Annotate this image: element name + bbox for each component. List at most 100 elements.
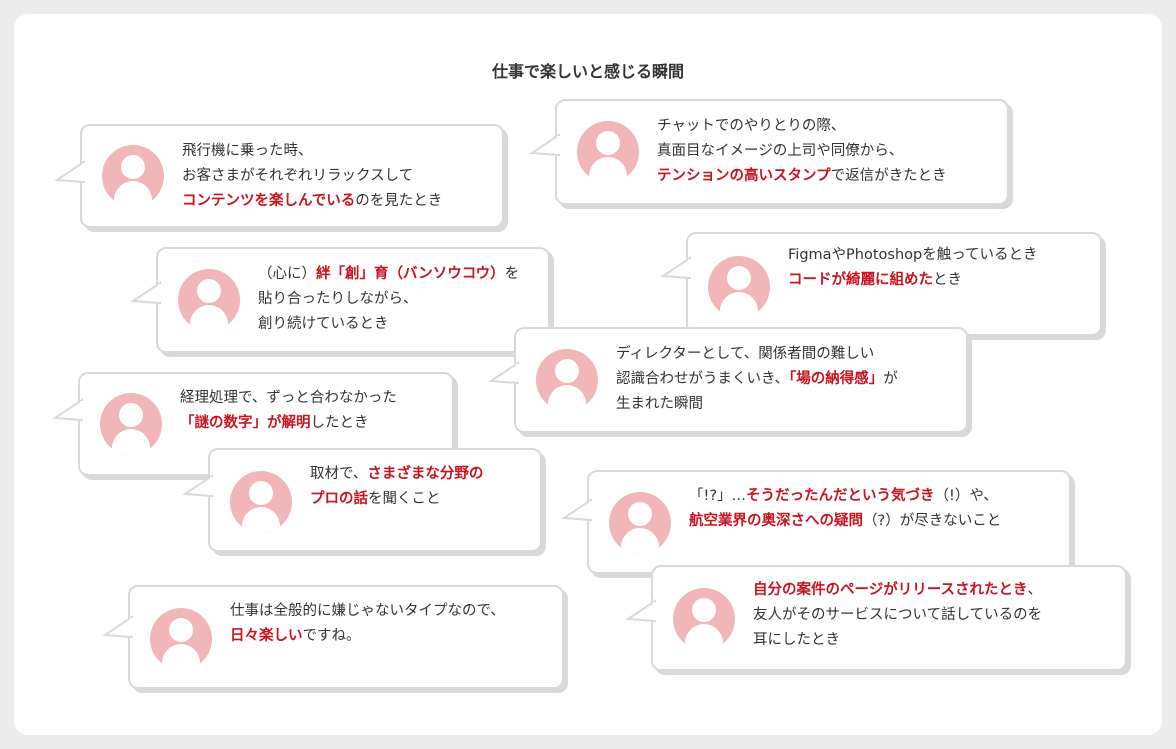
bubble-line: 自分の案件のページがリリースされたとき、 xyxy=(753,578,1042,603)
plain-text: 友人がそのサービスについて話しているのを xyxy=(753,607,1043,623)
plain-text: 貼り合ったりしながら、 xyxy=(258,291,418,307)
speech-bubble: 飛行機に乗った時、お客さまがそれぞれリラックスしてコンテンツを楽しんでいるのを見… xyxy=(54,124,504,228)
bubble-line: コードが綺麗に組めたとき xyxy=(788,268,1037,293)
speech-bubble: 取材で、さまざまな分野のプロの話を聞くこと xyxy=(182,448,542,552)
bubble-text: 経理処理で、ずっと合わなかった「謎の数字」が解明したとき xyxy=(180,386,397,436)
bubble-line: プロの話を聞くこと xyxy=(310,487,483,512)
plain-text: 、 xyxy=(1027,582,1042,598)
bubble-text: 仕事は全般的に嫌じゃないタイプなので、日々楽しいですね。 xyxy=(230,599,505,649)
bubble-line: テンションの高いスタンプで返信がきたとき xyxy=(657,164,947,189)
plain-text: が xyxy=(883,371,898,387)
speech-tail xyxy=(102,615,134,639)
plain-text: ですね。 xyxy=(302,628,361,644)
avatar-icon xyxy=(178,269,240,331)
bubble-line: ディレクターとして、関係者間の難しい xyxy=(616,342,898,367)
highlight-text: テンションの高いスタンプ xyxy=(657,168,831,184)
highlight-text: 絆「創」育（バンソウコウ） xyxy=(316,266,505,282)
bubble-text: FigmaやPhotoshopを触っているときコードが綺麗に組めたとき xyxy=(788,243,1037,293)
bubble-text: 「!?」…そうだったんだという気づき（!）や、航空業界の奥深さへの疑問（?）が尽… xyxy=(689,484,1001,534)
speech-bubble: ディレクターとして、関係者間の難しい認識合わせがうまくいき、「場の納得感」が生ま… xyxy=(488,327,968,433)
bubble-line: 「謎の数字」が解明したとき xyxy=(180,411,397,436)
bubble-line: 航空業界の奥深さへの疑問（?）が尽きないこと xyxy=(689,509,1001,534)
avatar-icon xyxy=(673,588,735,650)
highlight-text: コードが綺麗に組めた xyxy=(788,272,933,288)
plain-text: （!）や、 xyxy=(934,488,998,504)
bubble-line: FigmaやPhotoshopを触っているとき xyxy=(788,243,1037,268)
plain-text: 認識合わせがうまくいき、 xyxy=(616,371,789,387)
speech-bubble: FigmaやPhotoshopを触っているときコードが綺麗に組めたとき xyxy=(660,232,1102,336)
avatar-icon xyxy=(150,608,212,670)
bubble-line: 日々楽しいですね。 xyxy=(230,624,505,649)
bubble-line: 貼り合ったりしながら、 xyxy=(258,287,519,312)
speech-tail xyxy=(561,498,593,522)
plain-text: を xyxy=(504,266,520,282)
plain-text: チャットでのやりとりの際、 xyxy=(657,118,846,134)
plain-text: とき xyxy=(933,272,962,288)
plain-text: 取材で、 xyxy=(310,466,368,482)
bubble-text: 飛行機に乗った時、お客さまがそれぞれリラックスしてコンテンツを楽しんでいるのを見… xyxy=(182,139,442,214)
bubble-text: 自分の案件のページがリリースされたとき、友人がそのサービスについて話しているのを… xyxy=(753,578,1042,653)
bubble-line: 飛行機に乗った時、 xyxy=(182,139,442,164)
speech-tail xyxy=(529,133,561,157)
highlight-text: 航空業界の奥深さへの疑問 xyxy=(689,513,863,529)
speech-bubble: （心に）絆「創」育（バンソウコウ）を貼り合ったりしながら、創り続けているとき xyxy=(130,247,550,353)
bubble-line: （心に）絆「創」育（バンソウコウ）を xyxy=(258,262,519,287)
highlight-text: さまざまな分野の xyxy=(367,466,484,482)
highlight-text: そうだったんだという気づき xyxy=(746,488,935,504)
bubble-text: ディレクターとして、関係者間の難しい認識合わせがうまくいき、「場の納得感」が生ま… xyxy=(616,342,898,417)
highlight-text: 「場の納得感」 xyxy=(788,371,884,387)
plain-text: 「!?」… xyxy=(689,488,747,504)
highlight-text: コンテンツを楽しんでいる xyxy=(182,193,356,209)
plain-text: で返信がきたとき xyxy=(830,168,947,184)
bubble-line: 友人がそのサービスについて話しているのを xyxy=(753,603,1042,628)
plain-text: お客さまがそれぞれリラックスして xyxy=(182,168,414,184)
avatar-icon xyxy=(102,145,164,207)
bubble-line: 仕事は全般的に嫌じゃないタイプなので、 xyxy=(230,599,505,624)
avatar-icon xyxy=(708,256,770,318)
plain-text: 真面目なイメージの上司や同僚から、 xyxy=(657,143,904,159)
bubble-line: 耳にしたとき xyxy=(753,628,1042,653)
speech-tail xyxy=(625,599,657,623)
speech-tail xyxy=(54,160,86,184)
speech-tail xyxy=(182,474,214,498)
bubble-line: 経理処理で、ずっと合わなかった xyxy=(180,386,397,411)
bubble-text: 取材で、さまざまな分野のプロの話を聞くこと xyxy=(310,462,483,512)
card: 仕事で楽しいと感じる瞬間 飛行機に乗った時、お客さまがそれぞれリラックスしてコン… xyxy=(14,14,1162,735)
plain-text: FigmaやPhotoshopを触っているとき xyxy=(788,247,1038,263)
plain-text: を聞くこと xyxy=(368,491,441,507)
avatar-icon xyxy=(609,492,671,554)
plain-text: 経理処理で、ずっと合わなかった xyxy=(180,390,397,406)
plain-text: のを見たとき xyxy=(355,193,443,209)
plain-text: 耳にしたとき xyxy=(753,632,840,648)
bubble-line: 「!?」…そうだったんだという気づき（!）や、 xyxy=(689,484,1001,509)
bubble-line: 生まれた瞬間 xyxy=(616,392,898,417)
bubble-line: コンテンツを楽しんでいるのを見たとき xyxy=(182,189,442,214)
avatar-icon xyxy=(230,471,292,533)
plain-text: したとき xyxy=(310,415,369,431)
highlight-text: プロの話 xyxy=(310,491,368,507)
page-title: 仕事で楽しいと感じる瞬間 xyxy=(491,62,684,81)
speech-bubble: 仕事は全般的に嫌じゃないタイプなので、日々楽しいですね。 xyxy=(102,585,564,689)
highlight-text: 日々楽しい xyxy=(230,628,303,644)
bubble-line: 真面目なイメージの上司や同僚から、 xyxy=(657,139,947,164)
avatar-icon xyxy=(100,393,162,455)
bubble-line: 創り続けているとき xyxy=(258,312,519,337)
speech-tail xyxy=(488,361,520,385)
bubble-text: （心に）絆「創」育（バンソウコウ）を貼り合ったりしながら、創り続けているとき xyxy=(258,262,519,337)
plain-text: （心に） xyxy=(258,266,316,282)
plain-text: （?）が尽きないこと xyxy=(863,513,1002,529)
speech-bubble: チャットでのやりとりの際、真面目なイメージの上司や同僚から、テンションの高いスタ… xyxy=(529,99,1009,205)
highlight-text: 自分の案件のページがリリースされたとき xyxy=(753,582,1028,598)
plain-text: 仕事は全般的に嫌じゃないタイプなので、 xyxy=(230,603,505,619)
speech-tail xyxy=(52,398,84,422)
plain-text: 飛行機に乗った時、 xyxy=(182,143,313,159)
bubble-text: チャットでのやりとりの際、真面目なイメージの上司や同僚から、テンションの高いスタ… xyxy=(657,114,947,189)
plain-text: 生まれた瞬間 xyxy=(616,396,703,412)
speech-tail xyxy=(660,256,692,280)
speech-bubble: 「!?」…そうだったんだという気づき（!）や、航空業界の奥深さへの疑問（?）が尽… xyxy=(561,470,1071,574)
avatar-icon xyxy=(536,349,598,411)
bubble-line: 取材で、さまざまな分野の xyxy=(310,462,483,487)
speech-tail xyxy=(130,281,162,305)
avatar-icon xyxy=(577,121,639,183)
highlight-text: 「謎の数字」が解明 xyxy=(180,415,311,431)
